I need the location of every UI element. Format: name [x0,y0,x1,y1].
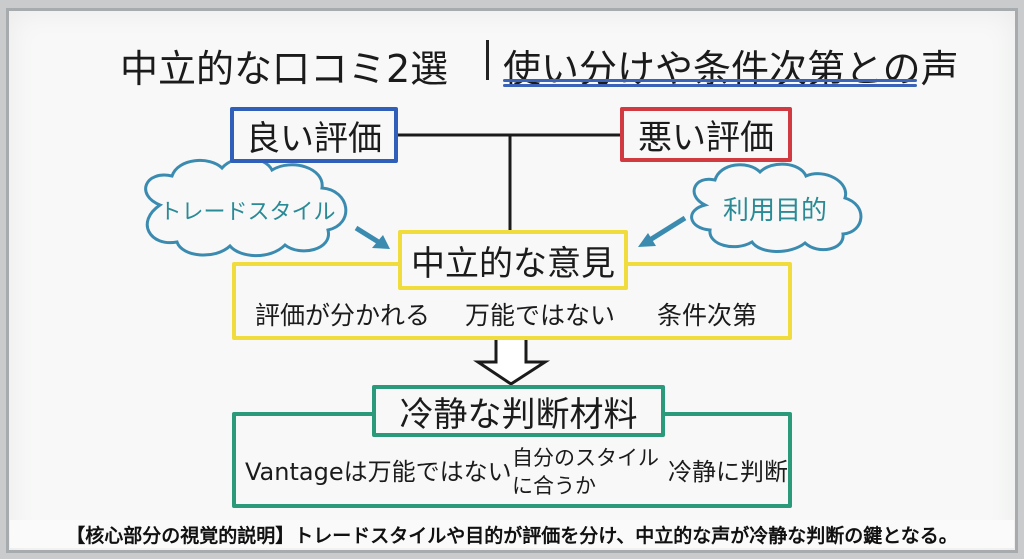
title-underline [503,79,917,82]
judgment-title: 冷静な判断材料 [399,394,638,435]
cloud-left-shape [144,156,348,258]
arrow-left-head [372,235,390,249]
neutral-item: 評価が分かれる [255,301,431,330]
good-review-label: 良い評価 [246,118,382,159]
judgment-item: 冷静に判断 [668,458,788,486]
neutral-opinion-title-box: 中立的な意見 [398,230,628,290]
cloud-right-label: 利用目的 [722,195,827,226]
cloud-left-label: トレードスタイル [159,200,336,225]
arrow-right-shaft [643,215,687,246]
good-review-box: 良い評価 [230,107,398,163]
bad-review-label: 悪い評価 [638,118,774,158]
neutral-item: 条件次第 [657,301,758,330]
neutral-opinion-title: 中立的な意見 [411,243,615,284]
judgment-title-box: 冷静な判断材料 [372,385,665,437]
arrow-right-head [638,233,656,247]
title-divider [486,40,489,80]
title-right: 使い分けや条件次第との声 [503,47,959,91]
bad-review-box: 悪い評価 [620,107,792,162]
judgment-item: 自分のスタイル [512,446,659,470]
down-arrow [473,336,551,386]
judgment-item: Vantageは万能ではない [245,458,512,486]
title-left: 中立的な口コミ2選 [120,47,449,91]
title-underline-2 [503,84,917,87]
neutral-item: 万能ではない [465,301,616,330]
caption-text: 【核心部分の視覚的説明】トレードスタイルや目的が評価を分け、中立的な声が冷静な判… [66,524,958,547]
cloud-right-shape [690,162,863,253]
judgment-item: に合うか [512,474,596,498]
caption-bar: 【核心部分の視覚的説明】トレードスタイルや目的が評価を分け、中立的な声が冷静な判… [10,520,1014,548]
